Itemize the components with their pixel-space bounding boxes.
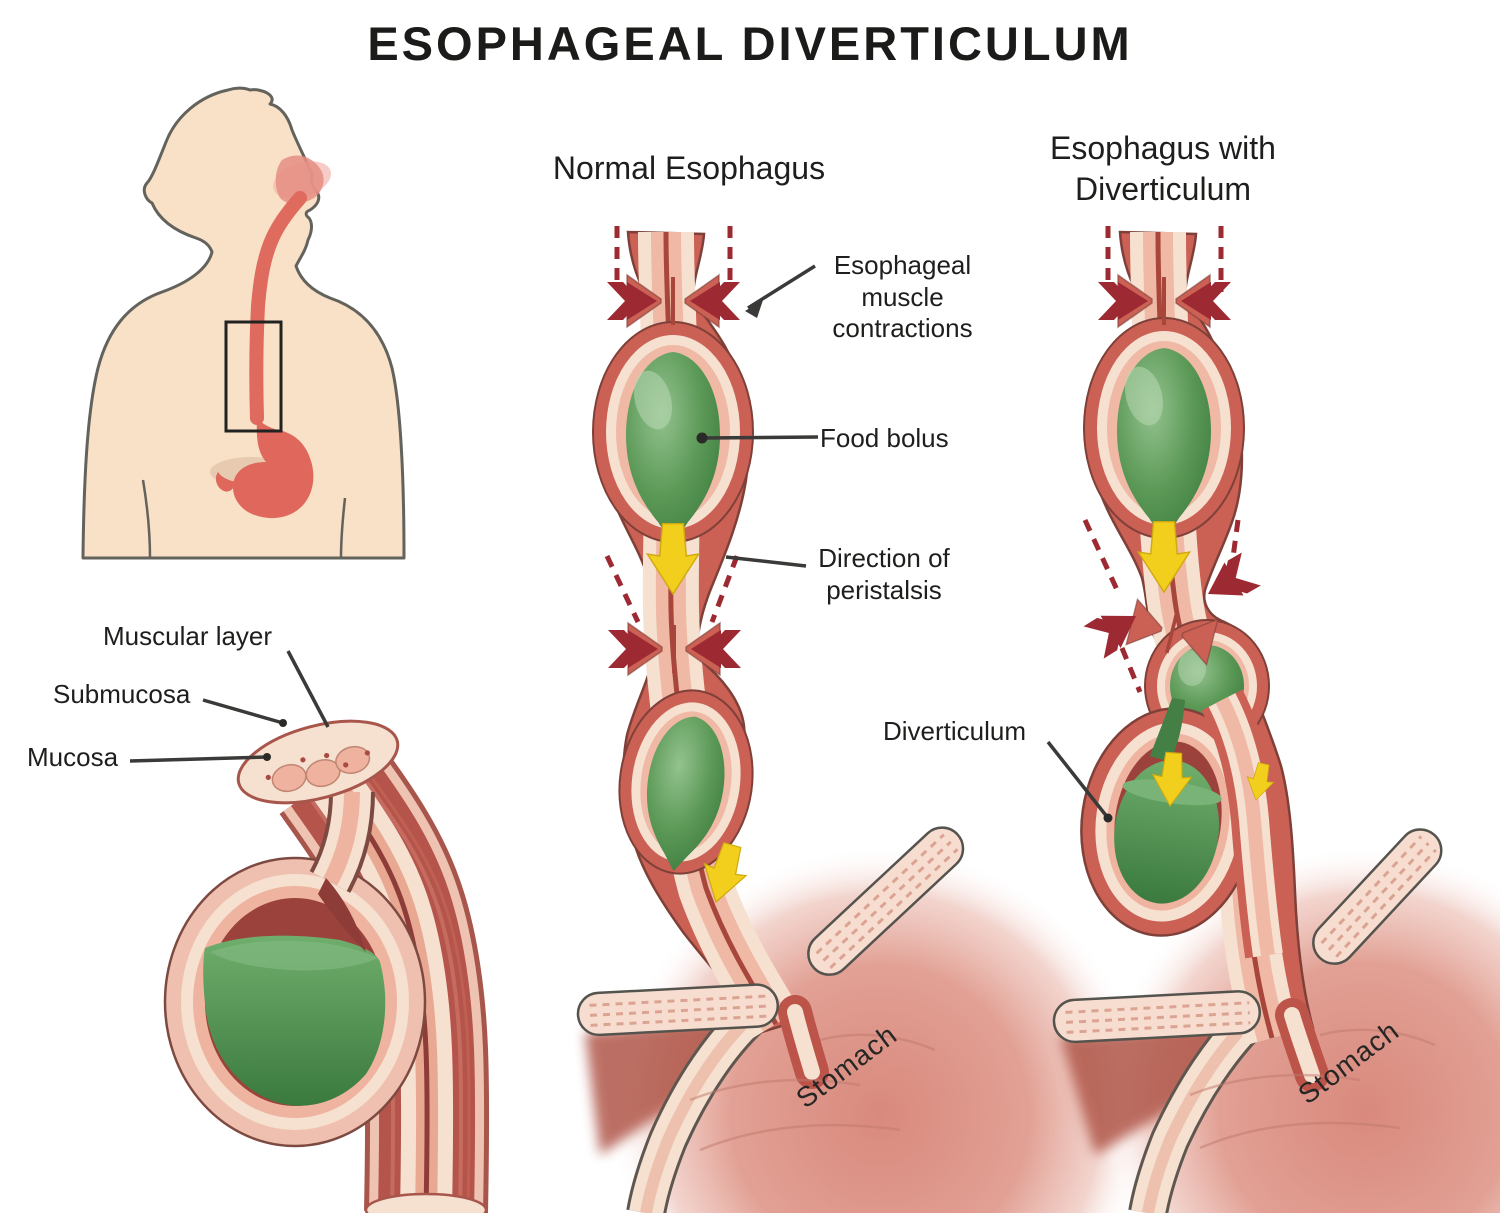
infolded-wall-neck <box>309 791 375 952</box>
label-muscular-layer: Muscular layer <box>103 621 273 651</box>
stomach-organ <box>215 418 314 519</box>
cardia-opening <box>1275 998 1329 1092</box>
annotation-pointer-lines <box>129 264 1113 823</box>
esophagus-in-body <box>249 191 307 425</box>
stomach-wall-cut-edge <box>1128 997 1272 1213</box>
label-food-bolus: Food bolus <box>820 423 949 453</box>
stomach-wrinkles <box>1189 1028 1436 1150</box>
submucosa-pointer <box>202 698 284 725</box>
normal-esophagus-title: Normal Esophagus <box>552 150 826 186</box>
contraction-dashed-lines <box>604 226 740 624</box>
food-bolus-pointer <box>701 435 819 440</box>
bolus-flow-into-pouch <box>1150 698 1185 762</box>
food-bolus-upper <box>592 321 754 545</box>
label-esophageal-muscle-contractions: Esophageal muscle contractions <box>832 250 973 344</box>
wall-cross-section-figure <box>163 719 490 1213</box>
diaphragm-band-right <box>1312 828 1443 965</box>
normal-esophagus-figure <box>576 226 1150 1213</box>
diverticulum-pointer <box>1046 740 1110 820</box>
label-mucosa: Mucosa <box>27 742 119 772</box>
label-diverticulum: Diverticulum <box>883 716 1027 746</box>
green-contents-pool <box>203 935 386 1106</box>
food-bolus-pointer-dot <box>696 432 708 444</box>
stomach-wrinkles <box>689 1033 936 1152</box>
stomach-wall-cut-edge <box>626 992 774 1213</box>
zoom-region-rectangle <box>224 320 283 433</box>
muscle-contractions-pointer <box>747 264 816 310</box>
muscular-layer-pointer <box>286 650 330 728</box>
peristalsis-pointer <box>725 555 807 568</box>
mucosa-pointer <box>129 755 268 763</box>
mucosa-pointer-dot <box>263 753 271 761</box>
label-submucosa: Submucosa <box>53 679 191 709</box>
diverticulum-pouch-cutaway <box>163 856 427 1148</box>
lumen-channel-beside-pouch <box>1201 689 1291 959</box>
food-bolus-upper <box>1083 317 1245 541</box>
page-title: ESOPHAGEAL DIVERTICULUM <box>367 17 1133 70</box>
cut-open-top-opening <box>236 719 400 805</box>
throat-shading <box>275 155 324 204</box>
esophagus-with-diverticulum-title: Esophagus with Diverticulum <box>1050 130 1276 207</box>
label-direction-of-peristalsis: Direction of peristalsis <box>818 543 950 605</box>
diaphragm-band-left <box>576 983 780 1037</box>
cardia-opening <box>778 995 829 1089</box>
submucosa-pointer-dot <box>279 719 287 727</box>
diaphragm-band-left <box>1052 990 1261 1044</box>
diverticulum-pouch <box>1080 707 1256 937</box>
diaphragm-band-right <box>807 826 965 976</box>
food-bolus-lower <box>618 689 754 875</box>
muscle-contractions-pointer-arrowhead <box>745 300 763 318</box>
torso-overview-figure <box>81 86 406 560</box>
diverticulum-esophagus-figure <box>1052 226 1500 1213</box>
diverticulum-pointer-dot <box>1103 813 1113 823</box>
